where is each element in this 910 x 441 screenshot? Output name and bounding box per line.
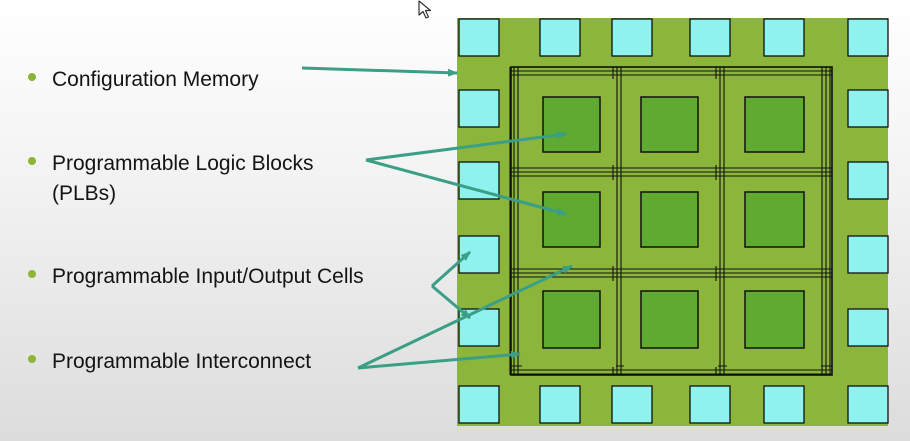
logic-block — [640, 290, 699, 349]
mouse-pointer-icon — [418, 0, 432, 19]
arrow-io-cell-upper — [430, 250, 472, 288]
bullet-dot-io-cells — [28, 270, 36, 278]
logic-block — [640, 191, 699, 248]
logic-block — [542, 290, 601, 349]
arrow-plb-lower — [365, 158, 567, 216]
io-cell-bottom — [689, 385, 731, 424]
io-cell-top — [847, 18, 889, 57]
io-cell-bottom — [611, 385, 653, 424]
io-cell-bottom — [847, 385, 889, 424]
bullet-label-interconnect: Programmable Interconnect — [52, 350, 312, 373]
io-cell-bottom — [763, 385, 805, 424]
io-cell-left — [458, 89, 500, 128]
logic-block — [744, 96, 805, 153]
io-cell-top — [763, 18, 805, 57]
logic-block — [640, 96, 699, 153]
interconnect-boundary — [510, 66, 833, 376]
logic-block — [542, 191, 601, 248]
arrow-io-cell-lower — [431, 284, 471, 320]
bullet-dot-configuration-memory — [28, 73, 36, 81]
io-cell-right — [847, 89, 889, 128]
fpga-chip — [457, 18, 889, 426]
io-cell-top — [689, 18, 731, 57]
io-cell-left — [458, 235, 500, 274]
callout-arrows — [301, 66, 573, 370]
bullet-dot-plbs — [28, 157, 36, 165]
arrow-plb-upper — [365, 131, 567, 162]
logic-block — [744, 290, 805, 349]
io-cell-top — [458, 18, 500, 57]
bullet-label-plbs-line2: (PLBs) — [52, 182, 117, 205]
io-cell-top — [539, 18, 581, 57]
bullet-label-configuration-memory: Configuration Memory — [52, 68, 259, 91]
io-cell-right — [847, 308, 889, 347]
io-cell-bottom — [458, 385, 500, 424]
io-cell-top — [611, 18, 653, 57]
arrow-interconnect-upper — [357, 264, 573, 370]
io-cell-bottom — [539, 385, 581, 424]
io-cell-right — [847, 235, 889, 274]
bullet-label-plbs-line1: Programmable Logic Blocks — [52, 152, 314, 175]
bullet-dot-interconnect — [28, 355, 36, 363]
logic-block — [744, 191, 805, 248]
arrow-configuration-memory — [301, 66, 458, 77]
logic-block — [542, 96, 601, 153]
io-cell-right — [847, 161, 889, 200]
bullet-label-io-cells: Programmable Input/Output Cells — [52, 265, 364, 288]
arrow-interconnect-lower — [357, 350, 521, 370]
io-cell-left — [458, 161, 500, 200]
